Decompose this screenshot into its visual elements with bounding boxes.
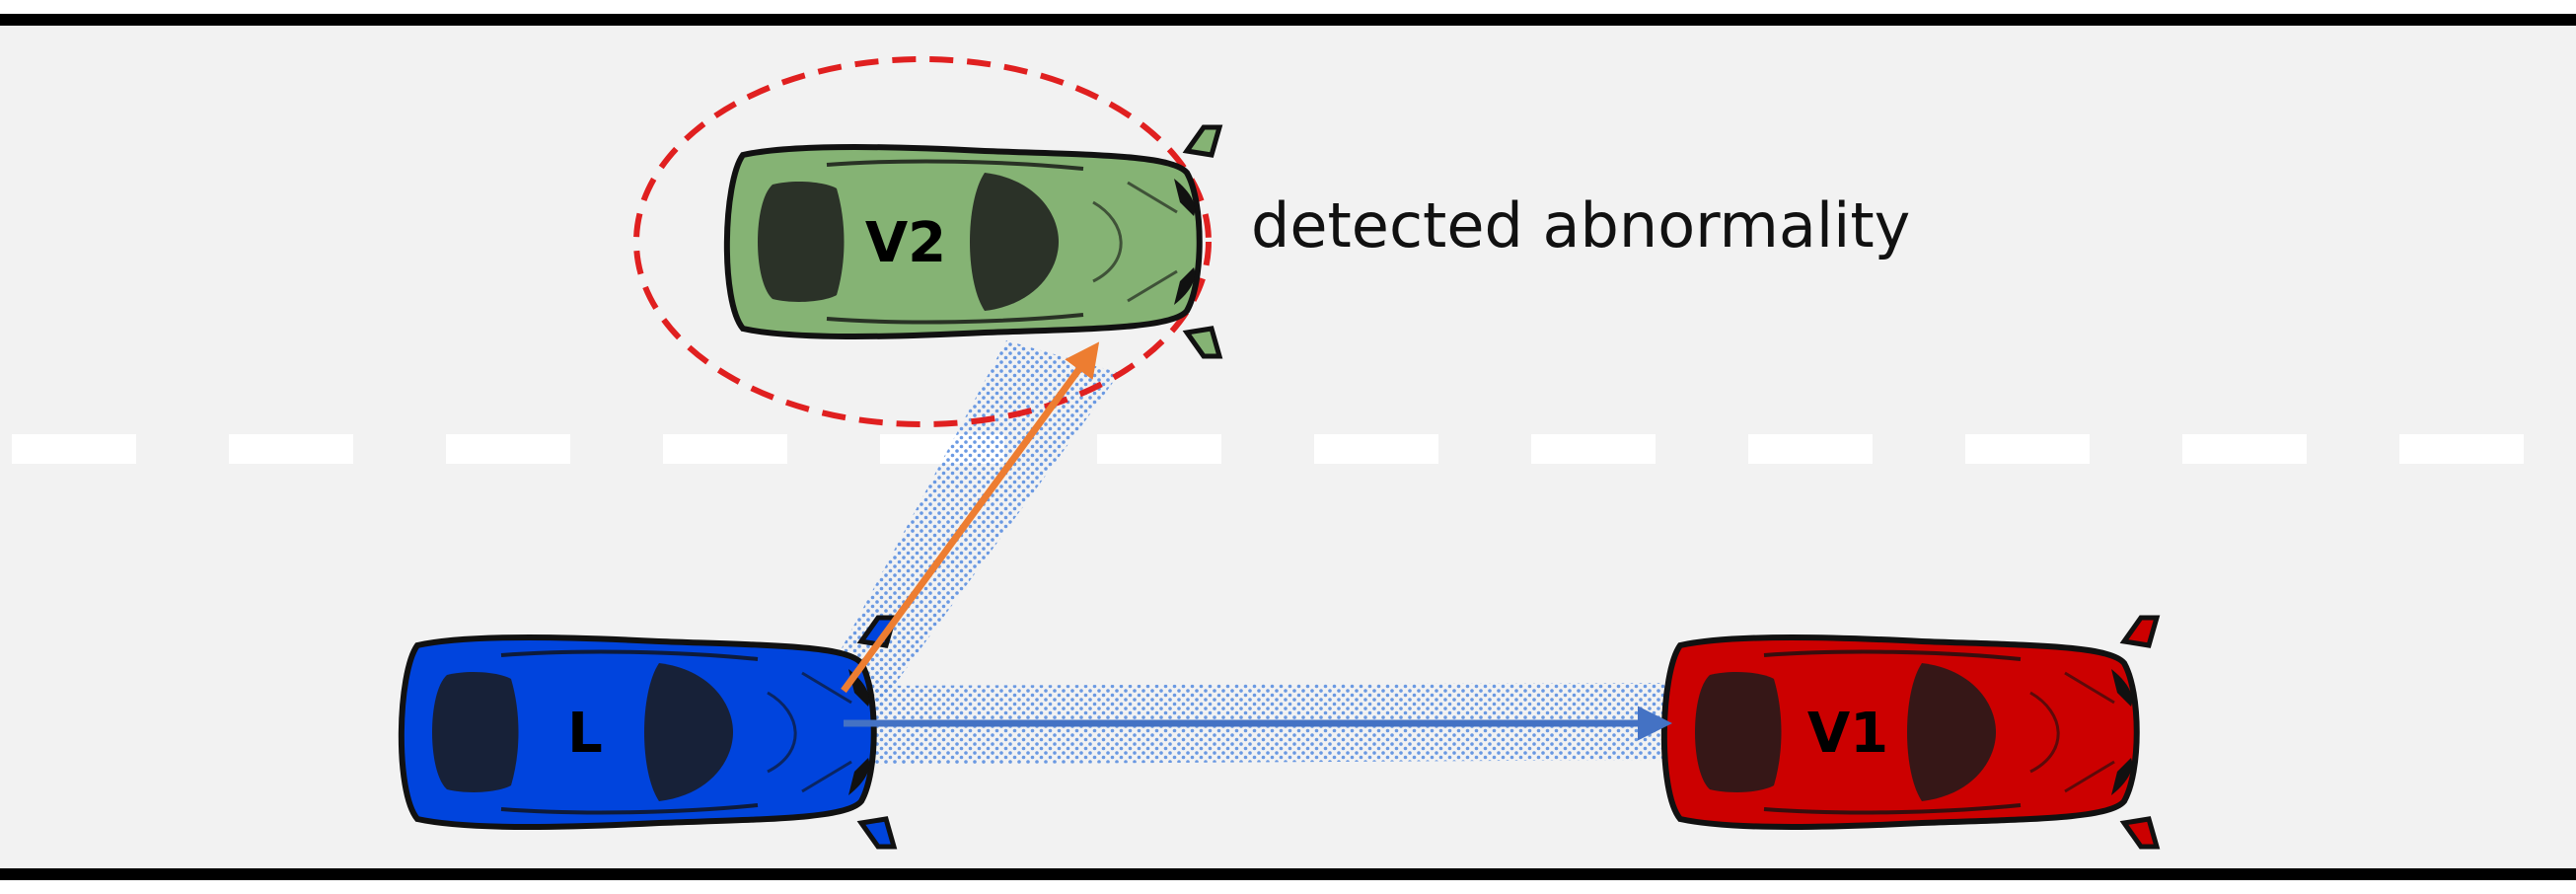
road-edge-top xyxy=(0,14,2576,26)
road-edge-bottom xyxy=(0,868,2576,880)
beam-l-v2 xyxy=(819,340,1120,728)
lane-dash xyxy=(1748,434,1873,464)
lane-dash xyxy=(229,434,353,464)
lane-markings xyxy=(12,434,2524,464)
vehicle-v1: V1 xyxy=(1664,618,2157,847)
lane-dash xyxy=(1965,434,2090,464)
vehicle-leader-label: L xyxy=(567,702,603,766)
lane-dash xyxy=(2182,434,2307,464)
lane-dash xyxy=(2399,434,2524,464)
lane-dash xyxy=(12,434,136,464)
vehicle-v2-label: V2 xyxy=(865,211,946,275)
vehicle-v1-label: V1 xyxy=(1807,702,1888,766)
car-icon xyxy=(1664,618,2157,847)
lane-dash xyxy=(1314,434,1438,464)
abnormality-annotation: detected abnormality xyxy=(1251,189,1910,261)
vehicle-v2: V2 xyxy=(727,127,1219,356)
link-l-v2 xyxy=(841,341,1100,694)
lane-dash xyxy=(1531,434,1656,464)
lane-dash xyxy=(1097,434,1221,464)
lane-dash xyxy=(663,434,787,464)
car-icon xyxy=(402,618,894,847)
lane-dash xyxy=(446,434,570,464)
vehicle-leader: L xyxy=(402,618,894,847)
car-icon xyxy=(727,127,1219,356)
abnormality-outline xyxy=(633,56,1212,427)
